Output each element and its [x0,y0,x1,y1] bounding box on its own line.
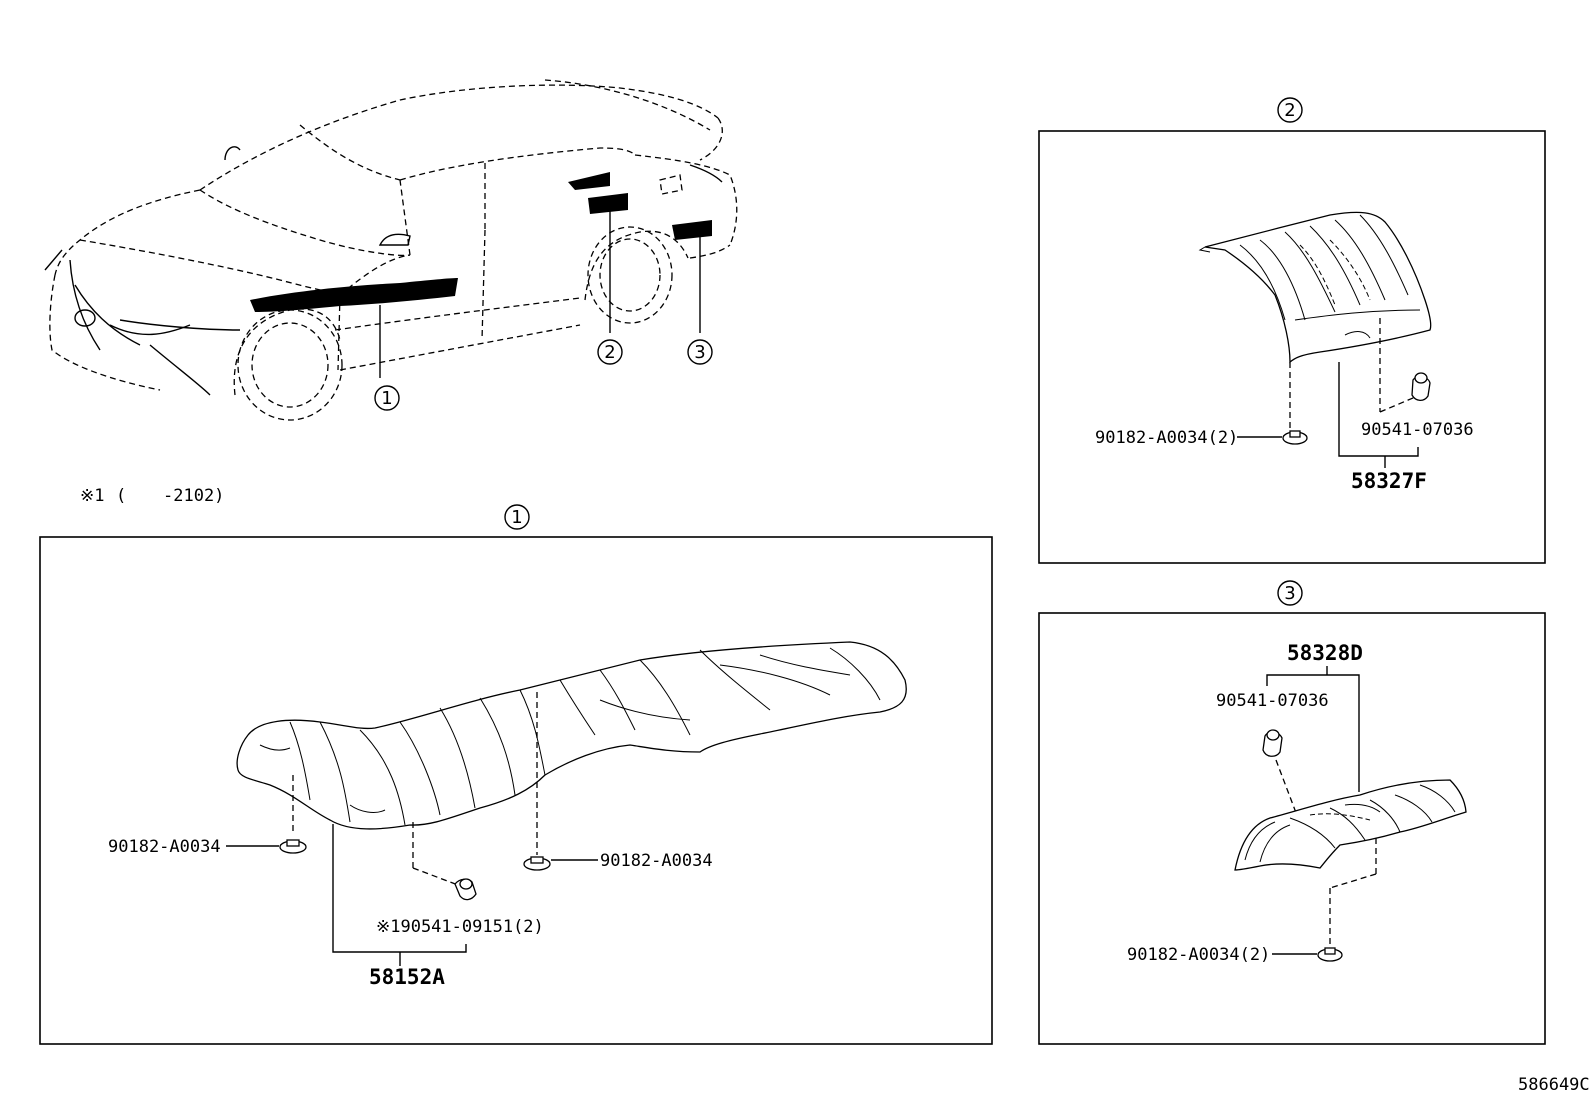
nut-panel-3 [1262,729,1283,757]
label-assembly-panel-1: 58152A [369,965,445,989]
clip-right [523,856,551,871]
panel-3-frame [1038,612,1546,1045]
svg-text:3: 3 [694,342,705,363]
callout-3-panel: 3 [1277,580,1303,606]
front-floor-heat-insulator [236,641,907,830]
svg-text:1: 1 [381,388,392,409]
label-clip-left: 90182-A0034 [108,837,221,857]
callout-2-panel: 2 [1277,97,1303,123]
callout-2-car: 2 [597,339,623,365]
callout-1-car: 1 [374,385,400,411]
label-nut-panel-3: 90541-07036 [1216,691,1329,711]
label-clip-panel-2: 90182-A0034(2) [1095,428,1238,448]
diagram-id: 586649C [1518,1075,1590,1095]
label-nut-panel-1: ※190541-09151(2) [376,917,544,937]
panel-1-frame [39,536,993,1045]
label-assembly-panel-3: 58328D [1287,641,1363,665]
nut-panel-1 [454,878,477,901]
callout-3-car: 3 [687,339,713,365]
svg-text:1: 1 [511,507,522,528]
label-clip-right: 90182-A0034 [600,851,713,871]
clip-panel-3 [1317,947,1343,962]
svg-text:(: ( [116,486,126,506]
panel-2-frame [1038,130,1546,564]
clip-panel-2 [1282,430,1308,445]
svg-text:2: 2 [1284,100,1295,121]
footnote: ※1 ( -2102) [80,486,224,506]
center-floor-heat-insulator [1198,211,1432,364]
label-clip-panel-3: 90182-A0034(2) [1127,945,1270,965]
svg-text:※1: ※1 [80,486,104,506]
label-assembly-panel-2: 58327F [1351,469,1427,493]
label-nut-panel-2: 90541-07036 [1361,420,1474,440]
rear-floor-heat-insulator [1234,779,1467,871]
callout-1-panel: 1 [504,504,530,530]
car-overview [44,79,738,421]
svg-text:2: 2 [604,342,615,363]
nut-panel-2 [1411,372,1431,402]
svg-text:3: 3 [1284,583,1295,604]
clip-left [279,839,307,854]
svg-text:-2102): -2102) [163,486,224,506]
